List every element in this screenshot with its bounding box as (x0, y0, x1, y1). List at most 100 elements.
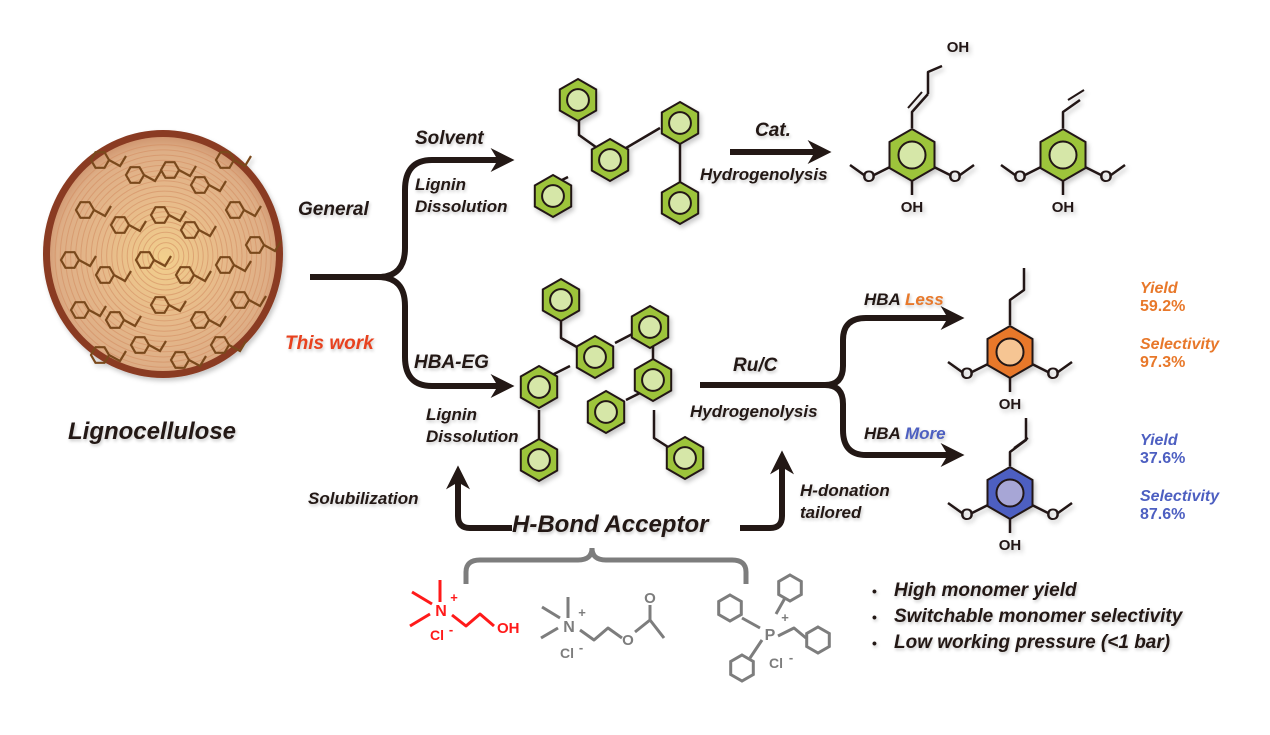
bond (625, 391, 641, 402)
lignin-linkage (123, 315, 142, 328)
methyl-bond (411, 590, 433, 606)
methyl-bond (541, 605, 561, 620)
lignin-linkage (148, 340, 167, 353)
vinyl-bond (1061, 98, 1081, 128)
hba-eg-label: HBA-EG (414, 352, 489, 373)
phenol-oh-label: OH (999, 537, 1022, 554)
phenol-oh-label: OH (901, 199, 924, 216)
ru-c-label: Ru/C (733, 355, 778, 376)
anion-label: Cl (560, 645, 574, 661)
carbonyl-o-label: O (644, 590, 656, 607)
methoxy-bond (959, 163, 975, 177)
ring-circle (527, 375, 551, 399)
hba-more-label: HBA More (864, 424, 946, 444)
methoxy-bond (1110, 163, 1126, 177)
highlight-text: Switchable monomer selectivity (894, 606, 1183, 627)
ring-circle (995, 337, 1025, 367)
p-phenyl-bond (741, 616, 761, 630)
selectivity-label: Selectivity (1140, 336, 1220, 353)
bond (652, 410, 669, 449)
lignin-network-overlay (59, 151, 282, 369)
p-phenyl-bond (748, 639, 764, 659)
lignin-linkage (143, 170, 162, 183)
lignin-dissolution-line2: Dissolution (426, 427, 519, 446)
solubilization-label: Solubilization (308, 489, 419, 508)
methoxy-o-label: O (948, 167, 961, 186)
highlight-text: Low working pressure (<1 bar) (894, 632, 1171, 653)
growth-ring (64, 154, 262, 358)
ring-circle (583, 345, 607, 369)
double-bond-dash (1013, 437, 1029, 449)
methoxy-bond (1084, 165, 1102, 177)
lignin-linkage (168, 300, 187, 313)
lignin-unit (129, 336, 151, 354)
bullet-icon: • (872, 635, 877, 651)
lignin-unit (69, 301, 91, 319)
anion-charge-label: - (579, 640, 583, 655)
lignin-unit (89, 346, 111, 364)
yield-label: Yield (1140, 280, 1178, 297)
cation-atom-label: P (765, 627, 776, 644)
lignin-unit (149, 206, 171, 224)
bond (577, 116, 601, 152)
methoxy-bond (933, 165, 951, 177)
ring-circle (1048, 140, 1078, 170)
methoxy-bond (947, 360, 963, 374)
highlight-item: •High monomer yield (872, 580, 1077, 602)
growth-ring (95, 185, 233, 327)
lignin-unit (124, 166, 146, 184)
double-bond-dash (907, 91, 923, 109)
methyl-bond (409, 612, 431, 628)
lignin-unit (209, 336, 231, 354)
phenol-oh-label: OH (999, 396, 1022, 413)
lignin-unit (244, 236, 266, 254)
hba-less-condition: Less (904, 290, 944, 309)
cat-label: Cat. (755, 120, 791, 141)
lignin-unit (74, 201, 96, 219)
ring-circle (594, 400, 618, 424)
lignin-linkage (233, 155, 252, 168)
acetyl-bond (634, 618, 666, 639)
hba-less-label: HBA Less (864, 290, 944, 310)
ring-circle (641, 368, 665, 392)
benzyl-bond (777, 626, 807, 640)
ester-o-label: O (622, 632, 634, 649)
hydrogenolysis-this-work-label: Hydrogenolysis (690, 402, 818, 421)
yield-value: 59.2% (1140, 298, 1186, 315)
methoxy-bond (971, 503, 989, 515)
lignin-linkage (233, 260, 252, 273)
lignin-linkage (193, 270, 212, 283)
anion-label: Cl (430, 627, 444, 643)
lignin-unit (94, 266, 116, 284)
methoxy-bond (1031, 362, 1049, 374)
h-donation-label: H-donation tailored (800, 480, 890, 524)
hba-more-condition: More (904, 424, 946, 443)
yield-label: Yield (1140, 432, 1178, 449)
lignin-dissolution-line2: Dissolution (415, 197, 508, 216)
methoxy-o-label: O (1046, 505, 1059, 524)
methoxy-bond (1000, 163, 1016, 177)
methoxy-o-label: O (1013, 167, 1026, 186)
lignin-linkage (128, 220, 147, 233)
growth-ring (142, 231, 190, 281)
lignin-unit (179, 221, 201, 239)
ring-circle (527, 448, 551, 472)
lignin-unit (104, 311, 126, 329)
cation-charge-label: + (781, 610, 789, 625)
lignin-dissolution-line1: Lignin (415, 175, 466, 194)
methyl-bond (540, 626, 559, 640)
growth-ring (152, 242, 180, 270)
lignin-unit (189, 176, 211, 194)
propyl-bond (1008, 268, 1026, 325)
more-selectivity-stat: Selectivity 87.6% (1140, 488, 1219, 524)
lignin-unit (189, 311, 211, 329)
growth-ring (106, 195, 224, 317)
phenyl-ring (805, 625, 831, 655)
allyl-bond (926, 64, 943, 94)
growth-ring (90, 180, 238, 332)
ethyl-chain (579, 626, 623, 642)
lignin-unit (134, 251, 156, 269)
more-yield-stat: Yield 37.6% (1140, 432, 1185, 468)
methoxy-o-label: O (960, 364, 973, 383)
